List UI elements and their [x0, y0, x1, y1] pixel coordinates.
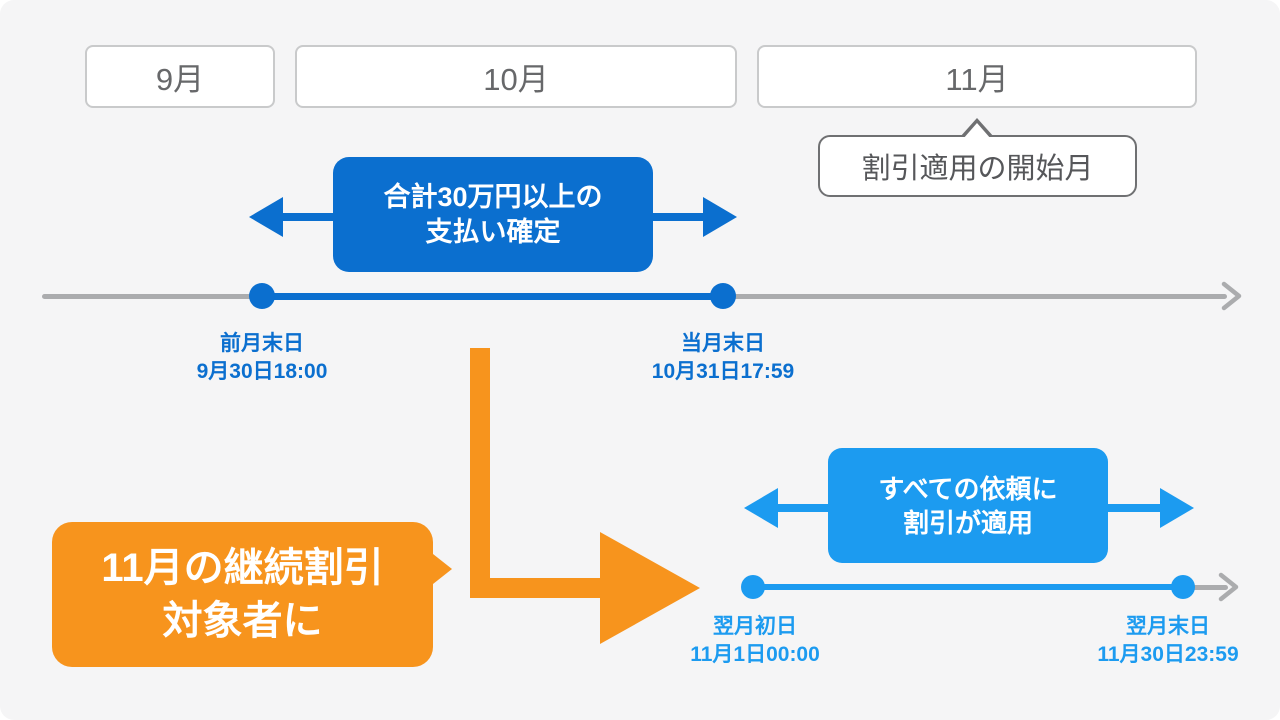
month-label-october: 10月: [483, 62, 549, 97]
timeline2-end-datetime: 11月30日23:59: [1097, 643, 1239, 666]
payment-confirmed-banner: 合計30万円以上の 支払い確定: [333, 157, 653, 272]
timeline2-start-title: 翌月初日: [713, 615, 797, 638]
month-label-november: 11月: [945, 62, 1009, 97]
month-label-september: 9月: [155, 62, 205, 97]
eligibility-banner-line2: 対象者に: [162, 598, 323, 643]
timeline1-start-dot: [249, 283, 275, 309]
month-box-september: 9月: [85, 45, 275, 108]
timeline1-end-datetime: 10月31日17:59: [651, 360, 795, 383]
timeline2-start-datetime: 11月1日00:00: [690, 643, 820, 666]
payment-banner-line1: 合計30万円以上の: [383, 181, 603, 212]
discount-banner-line2: 割引が適用: [902, 507, 1033, 538]
timeline2-start-dot: [741, 575, 765, 599]
arrow-right-icon: [1107, 488, 1194, 528]
flow-arrowhead-icon: [600, 532, 700, 644]
discount-applied-banner: すべての依頼に 割引が適用: [828, 448, 1108, 563]
discount-banner-line1: すべての依頼に: [878, 473, 1058, 504]
timeline2-active-segment: [753, 584, 1183, 590]
timeline1-start-label: 前月末日 9月30日18:00: [197, 330, 328, 386]
payment-banner-line2: 支払い確定: [425, 216, 561, 247]
timeline1-active-segment: [262, 293, 723, 300]
timeline2-end-dot: [1171, 575, 1195, 599]
callout-discount-start-month: 割引適用の開始月: [818, 118, 1137, 197]
month-box-november: 11月: [757, 45, 1197, 108]
timeline2-end-title: 翌月末日: [1126, 615, 1210, 638]
arrow-left-icon: [744, 488, 828, 528]
timeline1-end-title: 当月末日: [681, 332, 765, 355]
timeline1-end-label: 当月末日 10月31日17:59: [652, 330, 794, 386]
timeline1-end-dot: [710, 283, 736, 309]
timeline1-start-datetime: 9月30日18:00: [196, 360, 328, 383]
arrow-right-icon: [652, 197, 737, 237]
eligibility-banner-line1: 11月の継続割引: [101, 545, 384, 590]
eligibility-banner: 11月の継続割引 対象者に: [52, 522, 452, 667]
timeline1-start-title: 前月末日: [220, 332, 304, 355]
arrow-left-icon: [249, 197, 333, 237]
timeline1-arrowhead-icon: [1221, 281, 1242, 311]
flow-arrow-horizontal-bar: [470, 578, 602, 598]
timeline2-axis: [1183, 585, 1228, 590]
month-box-october: 10月: [295, 45, 737, 108]
flow-arrow-vertical-bar: [470, 348, 490, 598]
callout-text: 割引適用の開始月: [861, 153, 1094, 185]
timeline2-arrowhead-icon: [1218, 572, 1239, 602]
timeline2-end-label: 翌月末日 11月30日23:59: [1097, 613, 1238, 669]
timeline2-start-label: 翌月初日 11月1日00:00: [690, 613, 820, 669]
